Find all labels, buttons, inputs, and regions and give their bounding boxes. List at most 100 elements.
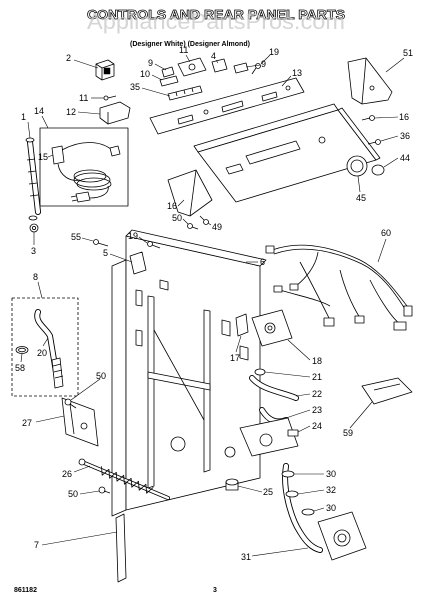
leader-lines: [20, 54, 405, 557]
nut-hole: [32, 225, 37, 230]
screw-head: [64, 398, 72, 406]
callout-35: 35: [130, 82, 140, 92]
part-58-clamp-inner: [18, 347, 26, 353]
leader-line-22: [295, 393, 311, 397]
harness-connector: [323, 317, 335, 327]
leader-line-58: [20, 353, 23, 363]
screw-head: [369, 115, 375, 121]
part-8-drain-hose-kit: [11, 297, 79, 397]
harness-branch: [279, 289, 331, 307]
callout-11-left: 11: [79, 93, 88, 103]
rod-end-hook: [78, 458, 86, 466]
bracket-edge: [69, 403, 75, 435]
callout-9-left: 9: [148, 58, 153, 68]
figure-number: 861182: [14, 587, 37, 594]
rear-panel-hole: [224, 446, 236, 458]
callout-19-top: 19: [269, 47, 279, 57]
callout-2: 2: [66, 53, 71, 63]
callout-16-right: 16: [399, 112, 409, 122]
wire-terminal: [109, 145, 121, 157]
screw-head: [98, 486, 106, 494]
callout-30-lower: 30: [326, 503, 336, 513]
leader-line-14: [41, 115, 49, 129]
plug-end: [225, 478, 239, 486]
part-5-strap: [129, 251, 147, 275]
harness-connector: [403, 305, 413, 317]
part-20-hose-coupling: [51, 357, 64, 389]
harness-main-bundle: [273, 248, 409, 315]
leader-line-16-mid: [177, 199, 185, 207]
cord-coil: [73, 169, 107, 183]
part-32-clamp: [285, 490, 299, 498]
leader-line-44: [383, 157, 399, 168]
leader-line-59: [349, 401, 373, 429]
screw-shaft: [107, 95, 117, 99]
leader-line-35: [141, 87, 171, 97]
callout-11-top: 11: [179, 45, 188, 55]
leader-line-36: [380, 135, 399, 142]
leader-line-1: [27, 121, 31, 139]
leader-line-20: [42, 337, 49, 347]
screw-head: [147, 241, 153, 247]
leader-line-16-right: [374, 116, 399, 119]
callout-50-lower: 50: [68, 489, 78, 499]
leader-line-50-mid: [182, 218, 189, 225]
screw-shaft: [103, 490, 111, 494]
part-50-screw-mid: [187, 223, 199, 230]
cord-lead: [57, 163, 81, 181]
part-16-screw-right: [361, 115, 375, 121]
part-22-hose: [249, 375, 299, 401]
part-55-screw: [93, 239, 109, 247]
callout-5: 5: [103, 248, 108, 258]
callout-14: 14: [34, 106, 44, 116]
callout-17: 17: [230, 353, 240, 363]
part-30-clamp-upper: [281, 470, 295, 478]
control-console: [193, 103, 381, 203]
kit-dashed-box: [11, 297, 79, 397]
screw-shaft: [69, 403, 77, 409]
housing-port-inner: [337, 533, 347, 543]
tube-top-fitting: [25, 137, 35, 143]
screw-shaft: [191, 226, 199, 230]
bracket-outline: [39, 127, 129, 207]
screw-shaft: [151, 244, 161, 249]
part-12-bracket: [99, 101, 131, 125]
leader-line-2: [73, 59, 99, 69]
leader-line-13: [281, 75, 292, 87]
part-60-wiring-harness: [265, 244, 413, 331]
part-36-screw: [367, 139, 381, 145]
pump-outlet: [287, 429, 299, 437]
screw-shaft: [361, 117, 371, 121]
bracket-gusset: [361, 57, 367, 105]
leader-line-17: [235, 335, 242, 353]
console-display-cutout: [245, 140, 301, 165]
end-cap-edge: [189, 169, 197, 217]
console-side-face: [337, 107, 381, 161]
end-cap-body: [167, 169, 213, 217]
part-50-screw-lower: [98, 486, 111, 494]
tube-fill: [27, 139, 41, 215]
leader-line-9-right: [245, 64, 261, 68]
part-24-pump: [239, 417, 299, 457]
part-19-screw-top: [251, 63, 261, 75]
part-17-component: [235, 313, 249, 337]
harness-connector: [393, 321, 407, 331]
callout-labels: 1 2 11 4 19 9 9 10 35 13 51 11 12 14 16 …: [15, 45, 413, 562]
backplate-hole: [285, 85, 291, 91]
cord-tail: [89, 185, 109, 199]
part-19-screw-mid: [147, 241, 161, 249]
callout-10: 10: [140, 69, 150, 79]
callout-19-mid: 19: [128, 231, 138, 241]
page-title: CONTROLS AND REAR PANEL PARTS: [87, 8, 345, 22]
part-44-cap: [371, 164, 385, 176]
callout-9-right: 9: [261, 59, 266, 69]
rear-panel-rib: [147, 295, 155, 489]
harness-branch: [369, 279, 401, 325]
pump-coupling-housing: [317, 511, 367, 561]
part-30-clamp-lower: [301, 508, 315, 516]
leader-line-18: [287, 339, 311, 361]
leader-line-51: [385, 57, 405, 73]
cord-coil: [76, 177, 112, 191]
callout-24: 24: [312, 421, 322, 431]
callout-36: 36: [400, 131, 410, 141]
